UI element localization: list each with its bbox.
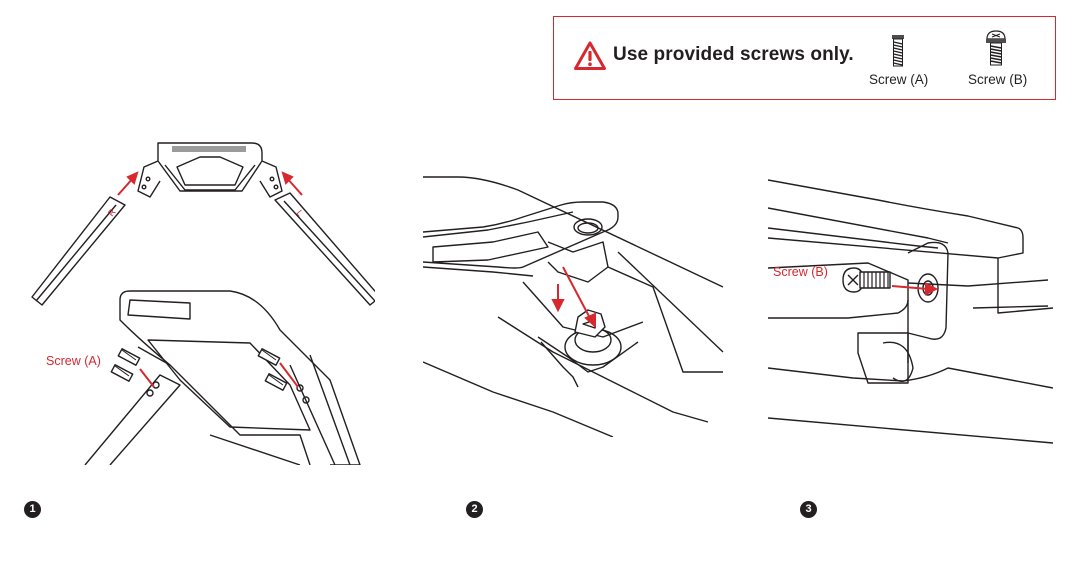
screw-a-callout: Screw (A) <box>46 354 101 368</box>
step-number-2: 2 <box>466 501 483 518</box>
step-number-3: 3 <box>800 501 817 518</box>
screw-b-icon <box>985 30 1007 68</box>
warning-triangle-icon <box>574 41 606 71</box>
screw-a-label: Screw (A) <box>869 72 928 87</box>
step2-illustration <box>423 172 728 437</box>
screw-b-callout: Screw (B) <box>773 265 828 279</box>
screw-a-icon <box>890 34 906 68</box>
step1-illustration: R L <box>30 135 375 465</box>
warning-message: Use provided screws only. <box>613 44 854 66</box>
screw-warning-box: Use provided screws only. Screw (A) <box>553 16 1056 100</box>
step-number-1: 1 <box>24 501 41 518</box>
step3-illustration <box>768 168 1053 448</box>
screw-b-label: Screw (B) <box>968 72 1027 87</box>
